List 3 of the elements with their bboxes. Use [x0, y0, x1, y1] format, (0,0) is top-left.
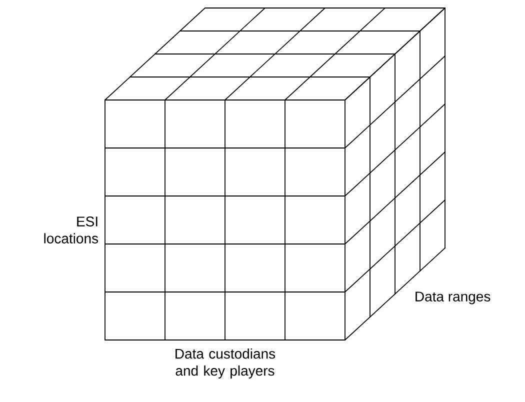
axis-label: Data ranges [416, 292, 490, 304]
axis-label: Data custodians and key players [176, 348, 276, 378]
axis-label: ESI locations [44, 216, 98, 244]
